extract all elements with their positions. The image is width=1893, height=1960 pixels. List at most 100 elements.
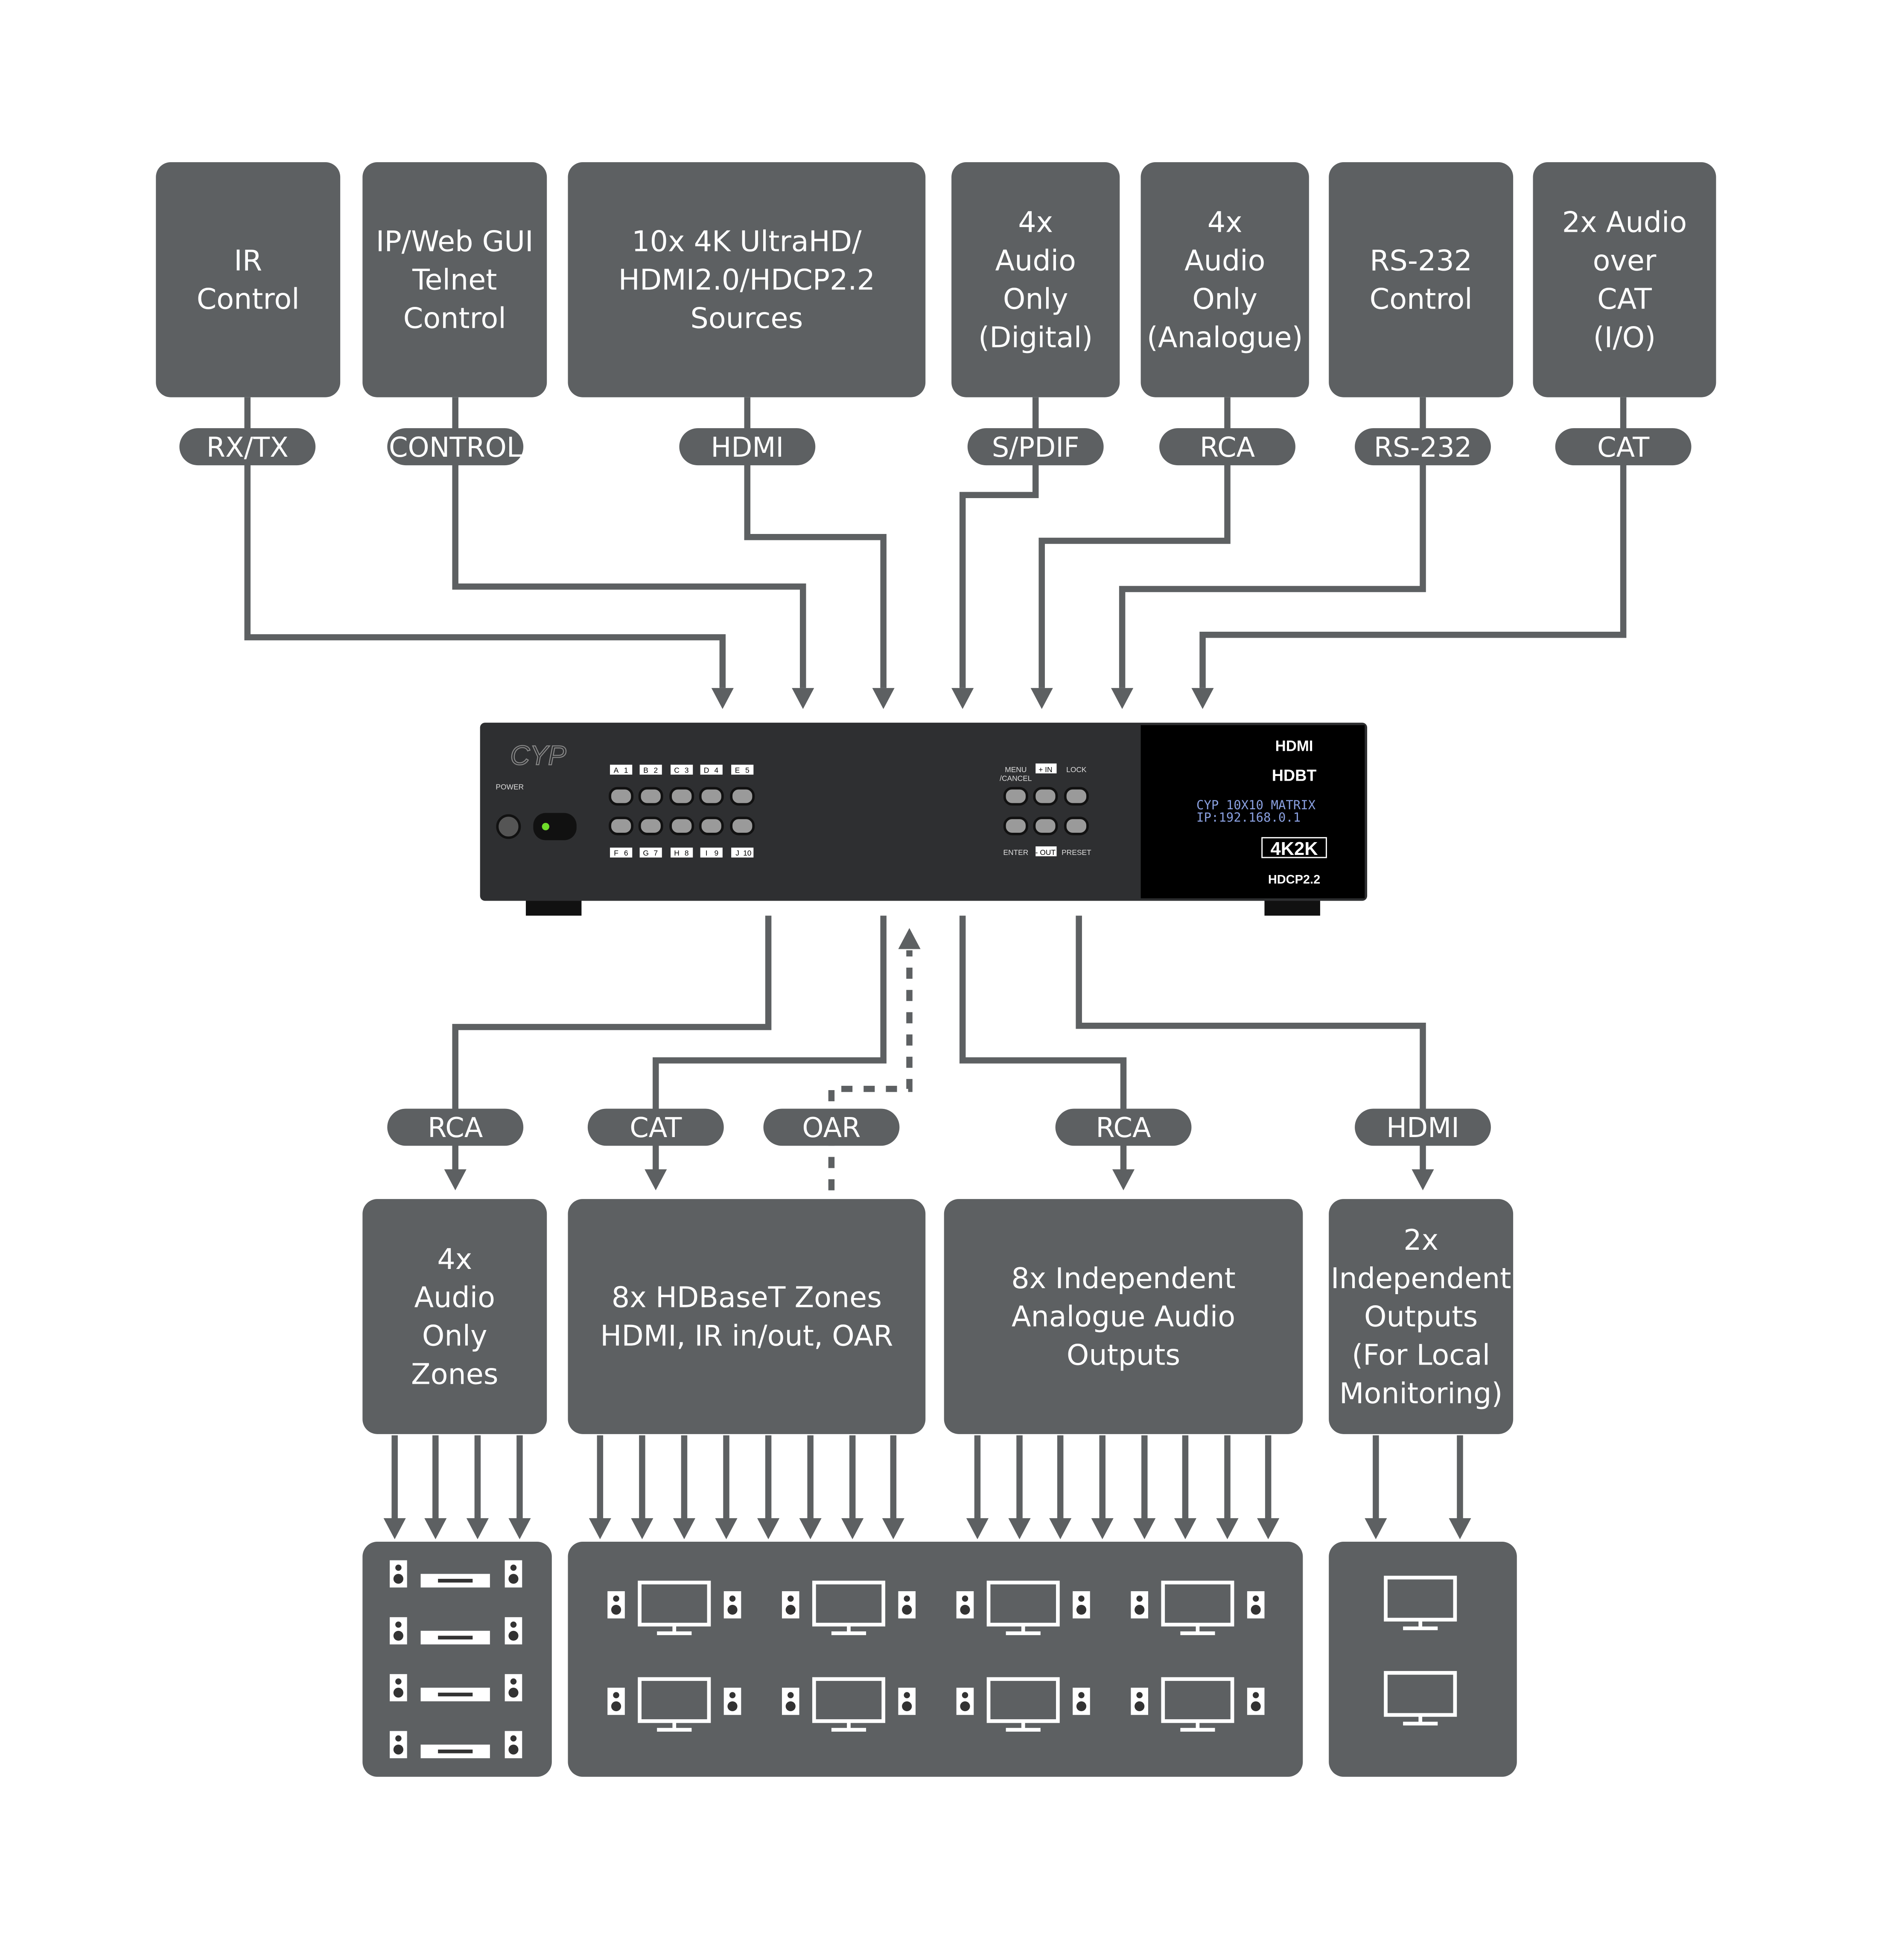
arrow-down-icon	[1133, 1518, 1156, 1540]
arrow-down-icon	[1191, 688, 1214, 709]
hdbt-logo: HDBT	[1272, 766, 1317, 784]
arrow-down-icon	[757, 1518, 780, 1540]
speaker-icon	[956, 1591, 974, 1619]
output-2-box	[944, 1199, 1303, 1434]
input-letter-label: H	[674, 849, 680, 858]
source-4-label-line: Only	[1192, 282, 1257, 315]
output-3-label-line: Independent	[1331, 1262, 1511, 1295]
speaker-icon	[1131, 1591, 1148, 1619]
receiver-display	[438, 1578, 473, 1583]
speaker-tweeter	[904, 1595, 910, 1602]
speaker-icon	[1131, 1688, 1148, 1715]
connector-5-label: RS-232	[1374, 432, 1472, 464]
output-button[interactable]	[638, 817, 663, 835]
input-button[interactable]	[699, 787, 724, 806]
source-1-label-line: Control	[403, 301, 506, 335]
input-number-label: 1	[624, 766, 628, 774]
output-button[interactable]	[669, 817, 694, 835]
monitor-icon	[1161, 1677, 1234, 1732]
source-1-label-line: IP/Web GUI	[376, 225, 534, 258]
output-connector-3-pill	[1355, 1108, 1491, 1146]
speaker-woofer	[508, 1630, 519, 1641]
arrow-down-icon	[383, 1518, 406, 1540]
connector-4-label: RCA	[1200, 432, 1255, 464]
speaker-icon	[505, 1731, 522, 1759]
local-monitor-destination	[1329, 1542, 1517, 1777]
input-number-label: 3	[685, 766, 689, 774]
menu-control-button[interactable]	[1003, 817, 1028, 835]
output-2-label-line: Analogue Audio	[1012, 1300, 1235, 1333]
menu-control-button[interactable]	[1064, 817, 1089, 835]
input-label-badge	[610, 847, 633, 858]
input-button[interactable]	[638, 787, 663, 806]
output-connector-1-label: CAT	[630, 1112, 682, 1144]
source-6-label-line: over	[1593, 244, 1657, 277]
input-number-label: 10	[743, 849, 751, 858]
oar-return-line	[828, 950, 913, 1190]
source-2-label-line: HDMI2.0/HDCP2.2	[618, 263, 875, 297]
input-label-badge	[639, 764, 662, 775]
connection-line	[744, 397, 887, 688]
speaker-icon	[723, 1591, 741, 1619]
arrow-down-icon	[1049, 1518, 1072, 1540]
speaker-woofer	[1076, 1604, 1087, 1615]
output-connector-1-pill	[587, 1108, 724, 1146]
arrow-down-icon	[1091, 1518, 1114, 1540]
monitor-icon	[812, 1581, 886, 1635]
input-button[interactable]	[609, 787, 634, 806]
display-line-2: IP:192.168.0.1	[1196, 810, 1301, 825]
speaker-woofer	[508, 1688, 519, 1698]
monitor-icon	[638, 1581, 711, 1635]
arrow-down-icon	[799, 1518, 822, 1540]
arrow-down-icon	[631, 1518, 653, 1540]
speaker-icon	[390, 1731, 407, 1759]
connection-line	[1199, 397, 1627, 688]
input-label-badge	[731, 847, 754, 858]
source-4-label-line: (Analogue)	[1147, 321, 1303, 354]
source-3-label-line: Audio	[995, 244, 1076, 277]
cyp-logo: CYP	[510, 740, 566, 771]
display-line-1: CYP 10X10 MATRIX	[1196, 798, 1316, 812]
output-connector-2-label: RCA	[1096, 1112, 1151, 1144]
input-button[interactable]	[730, 787, 755, 806]
speaker-icon	[607, 1591, 625, 1619]
power-button[interactable]	[496, 814, 521, 839]
speaker-tweeter	[1252, 1692, 1259, 1698]
output-button[interactable]	[609, 817, 634, 835]
source-0-box	[156, 162, 341, 397]
input-number-label: 4	[715, 766, 719, 774]
menu-control-button[interactable]	[1033, 817, 1058, 835]
output-button[interactable]	[699, 817, 724, 835]
menu-control-button[interactable]	[1003, 787, 1028, 806]
input-label-badge	[610, 764, 633, 775]
speaker-tweeter	[729, 1595, 736, 1602]
menu-control-button[interactable]	[1064, 787, 1089, 806]
arrow-down-icon	[508, 1518, 531, 1540]
source-6-label-line: (I/O)	[1593, 321, 1656, 354]
output-connector-0-pill	[387, 1108, 524, 1146]
preset-label: PRESET	[1062, 848, 1091, 857]
source-5-label-line: Control	[1370, 282, 1473, 315]
input-button[interactable]	[669, 787, 694, 806]
arrow-down-icon	[589, 1518, 611, 1540]
output-0-label-line: Audio	[414, 1281, 495, 1314]
arrow-down-icon	[424, 1518, 447, 1540]
monitor-icon	[1161, 1581, 1234, 1635]
arrow-down-icon	[872, 688, 895, 709]
connector-6-pill	[1555, 428, 1692, 466]
receiver-display	[438, 1692, 473, 1697]
arrow-down-icon	[792, 688, 814, 709]
input-number-label: 6	[624, 849, 628, 858]
source-4-label-line: Audio	[1184, 244, 1265, 277]
connection-line	[1119, 397, 1426, 688]
speaker-icon	[390, 1560, 407, 1588]
output-button[interactable]	[730, 817, 755, 835]
menu-control-button[interactable]	[1033, 787, 1058, 806]
input-letter-label: D	[704, 766, 709, 774]
